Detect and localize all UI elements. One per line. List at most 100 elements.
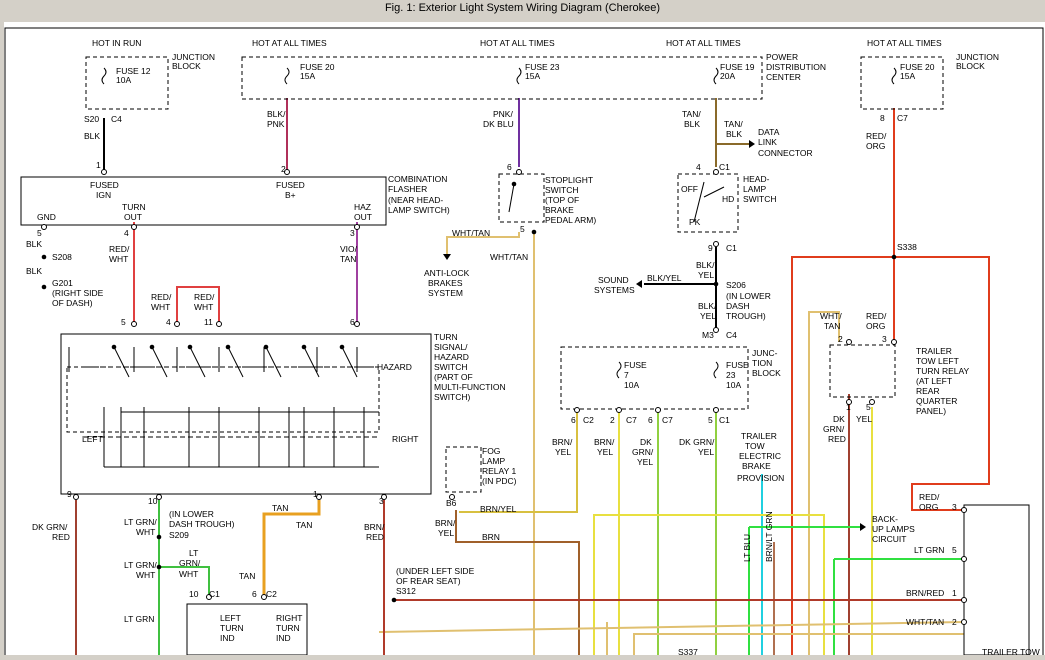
label-l105: S206 [726, 280, 746, 290]
label-l114: SIGNAL/ [434, 342, 468, 352]
label-l148: YEL [698, 447, 714, 457]
wire-wht-tan-abs [446, 232, 520, 254]
label-l227: 5 [952, 545, 957, 555]
label-l226: LT GRN [914, 545, 944, 555]
label-l47: B+ [285, 190, 296, 200]
label-l183: 10 [148, 496, 158, 506]
splice-dot [156, 564, 162, 570]
label-l206: 6 [252, 589, 257, 599]
label-l151: ELECTRIC [739, 451, 781, 461]
label-l146: YEL [637, 457, 653, 467]
label-l144: DK [640, 437, 652, 447]
terminal [73, 494, 79, 500]
label-l74: 5 [121, 317, 126, 327]
label-l203: LT GRN [124, 614, 154, 624]
label-l149: TRAILER [741, 431, 777, 441]
stoplight-switch [498, 173, 545, 223]
arrow-sound-systems [636, 280, 642, 288]
label-l125: 10A [624, 380, 639, 390]
label-l142: BRN/ [594, 437, 615, 447]
label-l87: ANTI-LOCK [424, 268, 470, 278]
junction-block-fuses [560, 346, 749, 410]
label-l43: FUSED [90, 180, 119, 190]
label-l55: HAZ [354, 202, 371, 212]
terminal [156, 494, 162, 500]
label-l198: WHT [136, 570, 155, 580]
label-l155: TAN [824, 321, 840, 331]
label-l188: LT GRN/ [124, 517, 157, 527]
diagram-frame [4, 27, 1044, 660]
label-l132: 6 [571, 415, 576, 425]
label-l200: GRN/ [179, 558, 201, 568]
label-l159: 3 [882, 334, 887, 344]
label-l102: SOUND [598, 275, 629, 285]
label-l115: HAZARD [434, 352, 469, 362]
label-l75: 4 [166, 317, 171, 327]
label-l22: BLK/ [267, 109, 286, 119]
label-l46: FUSED [276, 180, 305, 190]
label-l64: (RIGHT SIDE [52, 288, 104, 298]
label-l221: UP LAMPS [872, 524, 915, 534]
label-l161: TOW LEFT [916, 356, 959, 366]
label-l56: OUT [354, 212, 372, 222]
fuse-23-block [713, 361, 719, 379]
label-l48: COMBINATION [388, 174, 447, 184]
label-l120: HAZARD [377, 362, 412, 372]
label-l4: FUSE 12 [116, 66, 151, 76]
arrow-data-link [749, 140, 755, 148]
label-l195: BRN/ [364, 522, 385, 532]
label-l94: LAMP [743, 184, 766, 194]
label-l69: TAN [340, 254, 356, 264]
turn-hazard-switch [60, 333, 432, 495]
label-l54: OUT [124, 212, 142, 222]
label-l224: ORG [919, 502, 938, 512]
label-l76: 11 [204, 317, 213, 327]
label-l117: (PART OF [434, 372, 473, 382]
label-l217: LT BLU [742, 534, 752, 562]
label-l191: DASH TROUGH) [169, 519, 235, 529]
label-l52: GND [37, 212, 56, 222]
terminal [655, 407, 661, 413]
label-l81: (TOP OF [545, 195, 579, 205]
label-l91: C1 [719, 162, 730, 172]
label-l230: WHT/TAN [906, 617, 944, 627]
terminal [961, 597, 967, 603]
terminal [101, 169, 107, 175]
label-l35: BLOCK [956, 61, 985, 71]
label-l45: 2 [281, 164, 286, 174]
label-l106: (IN LOWER [726, 291, 771, 301]
terminal [961, 507, 967, 513]
label-l37: 15A [900, 71, 915, 81]
label-l154: WHT/ [820, 311, 842, 321]
label-l80: SWITCH [545, 185, 579, 195]
label-l122: RIGHT [392, 434, 418, 444]
label-l38: 8 [880, 113, 885, 123]
label-l61: S208 [52, 252, 72, 262]
label-l178: BRN/YEL [480, 504, 517, 514]
label-l24: PNK/ [493, 109, 513, 119]
splice-dot [531, 229, 537, 235]
wire-ltgrn-wht-ind [159, 566, 210, 597]
fuse-23 [516, 67, 522, 85]
label-l62: BLK [26, 266, 42, 276]
label-l156: RED/ [866, 311, 887, 321]
terminal [713, 169, 719, 175]
switch-pivot [111, 344, 117, 350]
terminal [891, 339, 897, 345]
label-l1: HOT IN RUN [92, 38, 141, 48]
terminal [41, 224, 47, 230]
label-l78: 6 [507, 162, 512, 172]
label-l30: DATA [758, 127, 780, 137]
label-l60: BLK [26, 239, 42, 249]
terminal [574, 407, 580, 413]
terminal [354, 224, 360, 230]
label-l222: CIRCUIT [872, 534, 906, 544]
switch-pivot [339, 344, 345, 350]
label-l100: BLK/ [696, 260, 715, 270]
label-l145: GRN/ [632, 447, 654, 457]
label-l104: BLK/YEL [647, 273, 682, 283]
label-l123: FUSE [624, 360, 647, 370]
label-l113: TURN [434, 332, 458, 342]
label-l111: M3 [702, 330, 714, 340]
label-l44: IGN [96, 190, 111, 200]
